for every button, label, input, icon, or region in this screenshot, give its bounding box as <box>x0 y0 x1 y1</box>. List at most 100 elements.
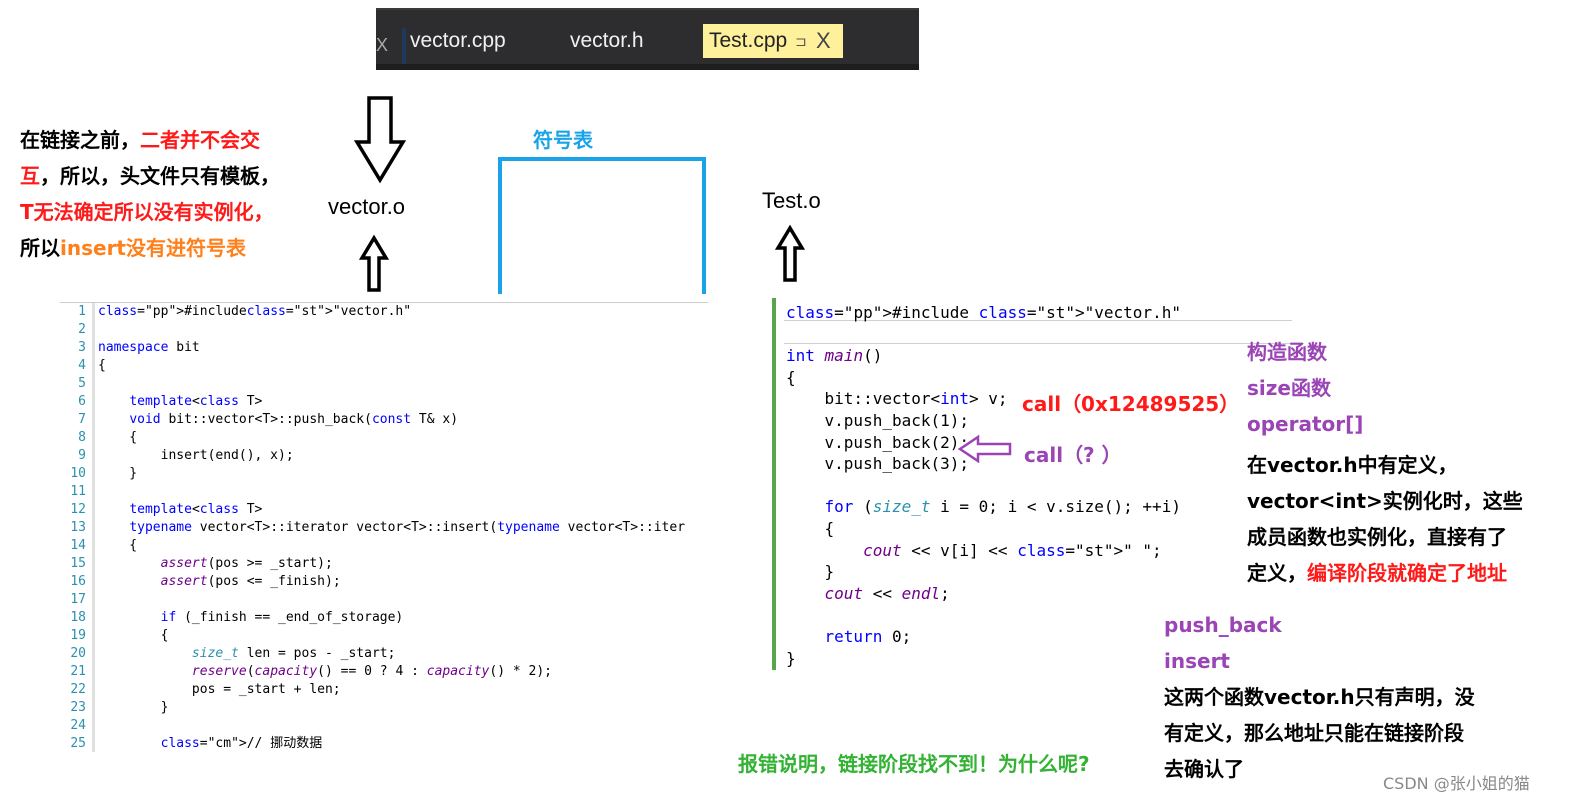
tab-test-cpp[interactable]: Test.cpp ⊐ X <box>703 24 843 58</box>
code-text: insert(end(), x); <box>98 448 294 463</box>
test-o-label: Test.o <box>762 188 821 213</box>
left-note-line-1: 在链接之前，二者并不会交 <box>20 122 320 158</box>
list-item: 构造函数 <box>1247 340 1327 364</box>
line-number: 15 <box>70 556 86 571</box>
symbol-table-label: 符号表 <box>533 128 593 152</box>
current-line-highlight <box>784 320 1292 344</box>
code-line: v.push_back(1); <box>786 411 970 430</box>
editor-tab-bar: X vector.cpp vector.h Test.cpp ⊐ X <box>376 8 919 70</box>
code-line: v.push_back(2); <box>786 432 970 452</box>
bottom-note-line-1: 这两个函数vector.h只有声明，没 <box>1164 685 1475 709</box>
code-line: { <box>786 367 796 387</box>
watermark: CSDN @张小姐的猫 <box>1383 774 1530 793</box>
list-item: push_back <box>1164 613 1282 637</box>
line-number: 14 <box>70 538 86 553</box>
line-number: 9 <box>78 448 86 463</box>
line-number: 8 <box>78 430 86 445</box>
code-line: 6 template<class T> <box>60 393 708 411</box>
list-item: size函数 <box>1247 376 1331 400</box>
code-line: 18 if (_finish == _end_of_storage) <box>60 609 708 627</box>
code-line: 16 assert(pos <= _finish); <box>60 573 708 591</box>
line-gutter <box>92 681 95 699</box>
code-line: 1 class="pp">#includeclass="st">"vector.h… <box>60 303 708 321</box>
line-gutter <box>92 663 95 681</box>
code-text: assert(pos >= _start); <box>160 556 333 571</box>
call-known-address: call（0x12489525） <box>1022 392 1240 416</box>
tab-close-icon[interactable]: X <box>376 35 389 55</box>
instantiated-functions-list: 构造函数 size函数 operator[] <box>1247 334 1363 442</box>
line-gutter <box>92 483 95 501</box>
code-line: 13 typename vector<T>::iterator vector<T… <box>60 519 708 537</box>
line-number: 7 <box>78 412 86 427</box>
tab-vector-h[interactable]: vector.h <box>570 29 644 52</box>
line-gutter <box>92 717 95 735</box>
right-note-line-4: 定义，编译阶段就确定了地址 <box>1247 555 1547 591</box>
code-text: { <box>98 430 138 445</box>
line-number: 25 <box>70 736 86 751</box>
line-number: 16 <box>70 574 86 589</box>
tab-test-cpp-label: Test.cpp <box>709 29 788 52</box>
code-line: 9 insert(end(), x); <box>60 447 708 465</box>
tab-bar-bottom-stripe <box>376 64 919 70</box>
code-text: } <box>98 466 138 481</box>
tab-vector-cpp[interactable]: vector.cpp <box>410 29 506 52</box>
code-line: 19 { <box>60 627 708 645</box>
code-line: 4{ <box>60 357 708 375</box>
line-number: 3 <box>78 340 86 355</box>
code-line: 8 { <box>60 429 708 447</box>
line-number: 2 <box>78 322 86 337</box>
code-text: template<class T> <box>129 394 263 409</box>
line-number: 22 <box>70 682 86 697</box>
list-item: insert <box>1164 649 1230 673</box>
code-text: class="cm">// 挪动数据 <box>160 736 323 751</box>
code-line: 5 <box>60 375 708 393</box>
close-icon[interactable]: X <box>816 28 831 53</box>
code-text: { <box>98 358 106 373</box>
line-gutter <box>92 573 95 591</box>
line-gutter <box>92 339 95 357</box>
line-number: 24 <box>70 718 86 733</box>
code-line: bit::vector<int> v; <box>786 389 1008 409</box>
up-arrow-icon <box>358 234 390 292</box>
code-line: class="pp">#include class="st">"vector.h… <box>786 303 1181 322</box>
code-text: class="pp">#includeclass="st">"vector.h" <box>98 304 412 319</box>
line-gutter <box>92 627 95 645</box>
code-text: namespace bit <box>98 340 200 355</box>
left-note-highlight: 互 <box>20 164 40 188</box>
line-gutter <box>92 555 95 573</box>
code-text: { <box>98 538 138 553</box>
line-gutter <box>92 735 95 752</box>
line-gutter <box>92 501 95 519</box>
right-note-highlight: 编译阶段就确定了地址 <box>1307 561 1507 585</box>
line-gutter <box>92 429 95 447</box>
code-line: } <box>786 562 835 582</box>
line-gutter <box>92 465 95 483</box>
call-unknown-address: call（? ） <box>1024 443 1122 467</box>
left-note-line-2: 互，所以，头文件只有模板， <box>20 158 320 194</box>
line-gutter <box>92 375 95 393</box>
left-note-text: 所以 <box>20 236 60 260</box>
line-number: 6 <box>78 394 86 409</box>
left-note-line-4: 所以insert没有进符号表 <box>20 230 320 266</box>
code-text: typename vector<T>::iterator vector<T>::… <box>129 520 686 535</box>
left-note-line-3: T无法确定所以没有实例化， <box>20 200 274 224</box>
line-gutter <box>92 321 95 339</box>
left-arrow-icon <box>957 434 1012 464</box>
left-note-highlight: 二者并不会交 <box>140 128 260 152</box>
code-text: } <box>98 700 169 715</box>
code-line: 23 } <box>60 699 708 717</box>
code-text: pos = _start + len; <box>98 682 341 697</box>
line-gutter <box>92 609 95 627</box>
pin-icon[interactable]: ⊐ <box>795 33 807 49</box>
line-gutter <box>92 591 95 609</box>
code-line: cout << v[i] << class="st">" "; <box>863 540 1162 560</box>
code-text: template<class T> <box>129 502 263 517</box>
line-number: 1 <box>78 304 86 319</box>
declared-only-functions-list: push_back insert <box>1164 607 1282 679</box>
code-top-border <box>60 302 708 303</box>
code-line: 25 class="cm">// 挪动数据 <box>60 735 708 752</box>
code-text: assert(pos <= _finish); <box>160 574 341 589</box>
line-number: 4 <box>78 358 86 373</box>
bottom-note-line-2: 有定义，那么地址只能在链接阶段 <box>1164 721 1464 745</box>
code-line: int main() <box>786 346 883 366</box>
